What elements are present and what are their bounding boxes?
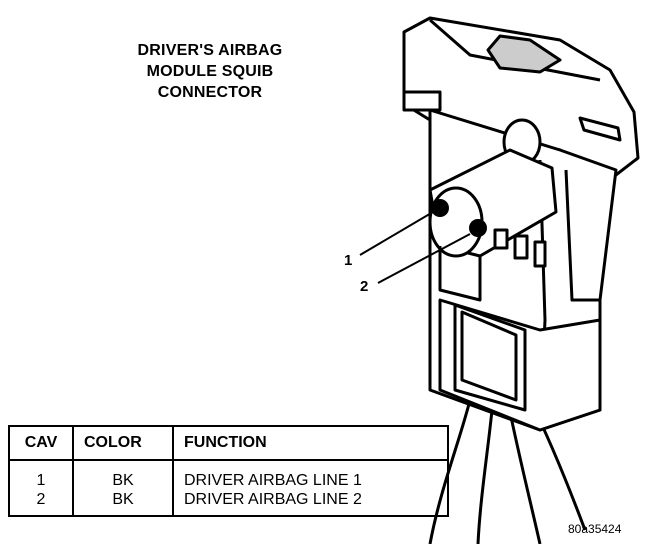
title-line-2: MODULE SQUIB (146, 63, 274, 80)
cap-tab (402, 90, 442, 112)
wire-3 (508, 411, 542, 544)
cell-cav: 1 (8, 460, 74, 490)
header-color: COLOR (72, 426, 174, 460)
diagram-title: DRIVER'S AIRBAG MODULE SQUIB CONNECTOR (95, 40, 325, 103)
header-cav: CAV (8, 426, 74, 460)
cap-ridge (486, 34, 562, 74)
callout-2: 2 (360, 278, 369, 295)
cell-color: BK (72, 460, 174, 490)
title-line-1: DRIVER'S AIRBAG (137, 42, 283, 59)
pin-1 (431, 199, 449, 217)
wire-1 (428, 399, 472, 544)
title-line-3: CONNECTOR (157, 84, 263, 101)
header-function: FUNCTION (172, 426, 449, 460)
callout-1: 1 (344, 252, 353, 269)
figure-id: 80a35424 (568, 522, 622, 536)
connector-cap (402, 16, 640, 180)
pin-2 (469, 219, 487, 237)
leader-line-2 (377, 233, 471, 284)
table-row: 1 BK DRIVER AIRBAG LINE 1 (8, 460, 449, 490)
pinout-table: CAV COLOR FUNCTION 1 BK DRIVER AIRBAG LI… (8, 425, 449, 517)
table-header-row: CAV COLOR FUNCTION (8, 426, 449, 460)
cell-cav: 2 (8, 490, 74, 516)
wire-2 (476, 409, 494, 544)
cell-function: DRIVER AIRBAG LINE 2 (172, 490, 449, 516)
cell-color: BK (72, 490, 174, 516)
table-row: 2 BK DRIVER AIRBAG LINE 2 (8, 490, 449, 516)
leader-line-1 (359, 211, 434, 256)
cell-function: DRIVER AIRBAG LINE 1 (172, 460, 449, 490)
